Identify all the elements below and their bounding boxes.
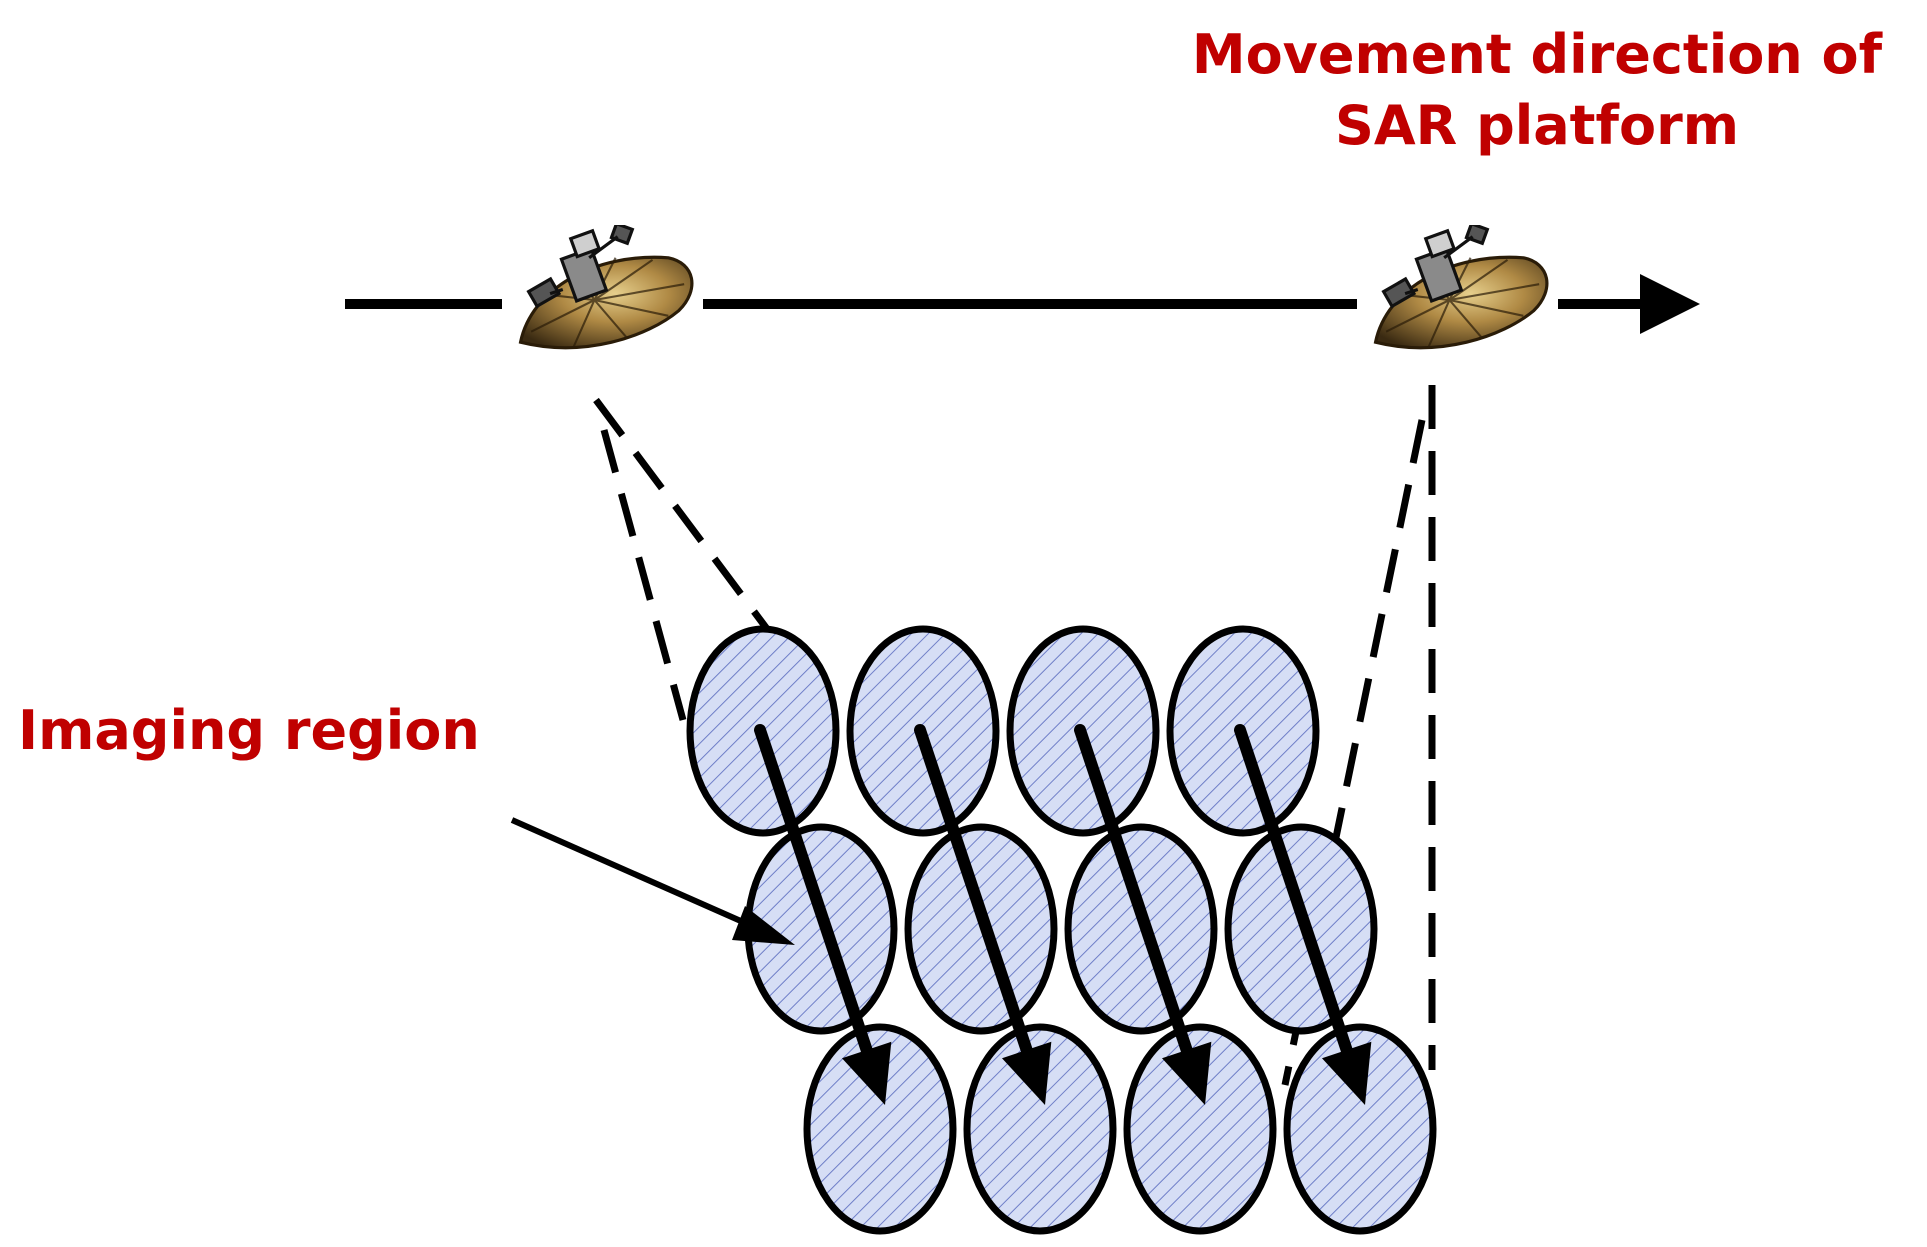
scan-arrow-4 xyxy=(1234,724,1361,1081)
scan-arrowhead-3 xyxy=(1161,1041,1212,1105)
scan-arrow-3 xyxy=(1074,724,1201,1081)
satellite-dish-icon xyxy=(1373,225,1549,350)
scan-arrows xyxy=(754,724,1372,1105)
movement-label-line2: SAR platform xyxy=(1335,94,1739,157)
flight-track xyxy=(345,274,1700,334)
imaging-region-pointer xyxy=(510,817,770,936)
imaging-cell-r3-c1 xyxy=(803,1023,957,1235)
imaging-cell-r3-c2 xyxy=(963,1023,1117,1235)
satellite-left xyxy=(518,225,694,350)
scan-arrowhead-2 xyxy=(1001,1041,1052,1105)
scan-arrow-1 xyxy=(754,724,881,1081)
imaging-cell-r3-c3 xyxy=(1123,1023,1277,1235)
scan-arrowhead-1 xyxy=(841,1041,892,1105)
beam-left-outer xyxy=(600,429,687,721)
imaging-grid xyxy=(686,625,1437,1235)
scan-arrowhead-4 xyxy=(1321,1041,1372,1105)
scan-arrow-2 xyxy=(914,724,1041,1081)
satellite-dish-icon xyxy=(518,225,694,350)
imaging-region-pointer-head xyxy=(732,906,795,945)
movement-arrowhead xyxy=(1640,274,1700,334)
imaging-cell-r3-c4 xyxy=(1283,1023,1437,1235)
satellite-right xyxy=(1373,225,1549,350)
movement-label-line1: Movement direction of xyxy=(1192,23,1883,86)
imaging-region-label: Imaging region xyxy=(18,699,480,762)
